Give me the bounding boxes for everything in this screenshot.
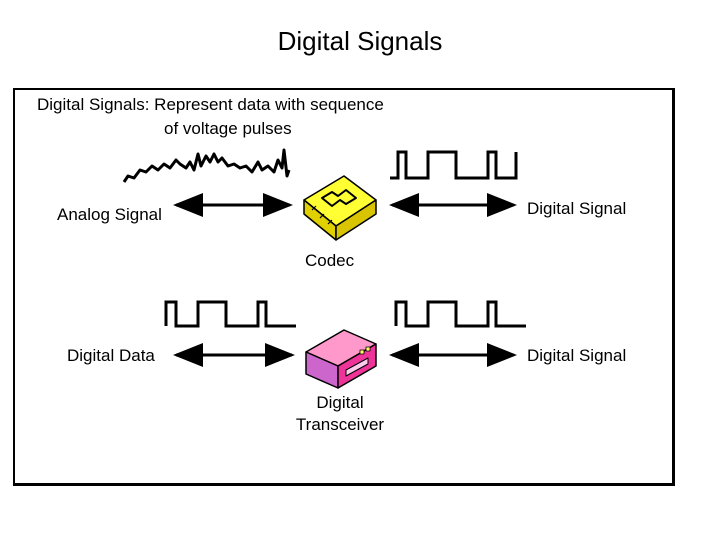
analog-signal-label: Analog Signal (57, 205, 162, 224)
digital-waveform-left-2 (164, 300, 296, 328)
digital-signal-label-1: Digital Signal (527, 199, 627, 218)
digital-waveform-right-2 (394, 300, 526, 328)
heading-line-2: of voltage pulses (164, 119, 292, 138)
digital-waveform-right-1 (390, 150, 518, 180)
transceiver-box-icon (305, 329, 377, 389)
transceiver-label-line-1: Digital (316, 393, 364, 412)
page-title: Digital Signals (277, 26, 443, 56)
transceiver-label-line-2: Transceiver (295, 415, 385, 434)
digital-signal-label-2: Digital Signal (527, 346, 627, 365)
codec-label: Codec (305, 251, 355, 270)
codec-chip-icon (303, 175, 377, 241)
digital-data-label: Digital Data (67, 346, 155, 365)
analog-waveform (122, 148, 291, 183)
heading-line-1: Digital Signals: Represent data with seq… (37, 95, 384, 114)
diagram-frame (13, 88, 675, 486)
